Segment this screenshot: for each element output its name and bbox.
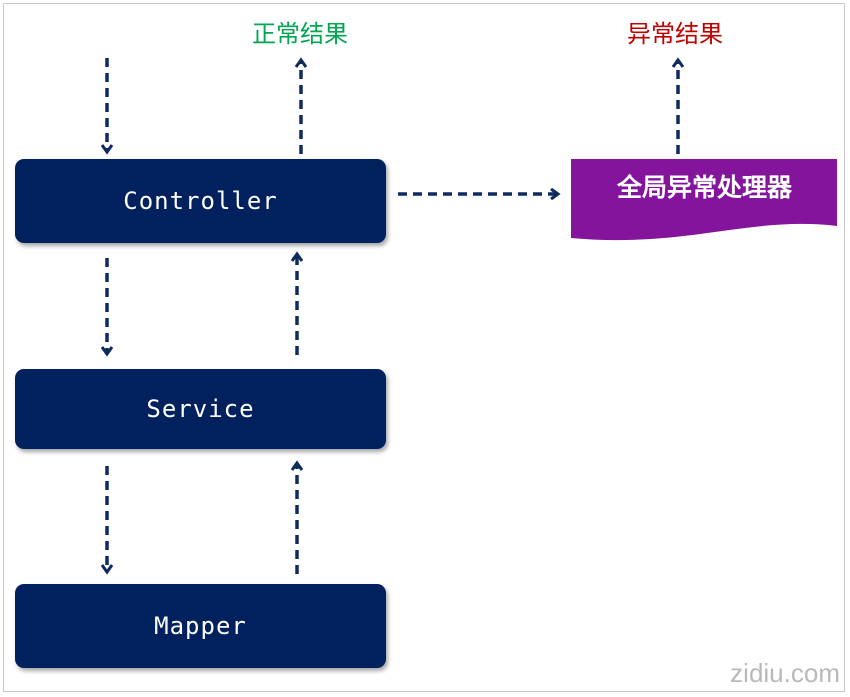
controller-label: Controller xyxy=(123,187,278,215)
diagram-frame xyxy=(3,3,845,692)
watermark: zidiu.com xyxy=(730,658,840,688)
normal-result-label: 正常结果 xyxy=(252,20,348,48)
controller-box: Controller xyxy=(15,159,386,243)
global-handler-label: 全局异常处理器 xyxy=(616,173,792,202)
service-label: Service xyxy=(146,395,255,423)
global-handler-shape xyxy=(571,159,837,241)
error-result-label: 异常结果 xyxy=(627,20,723,48)
service-box: Service xyxy=(15,369,386,449)
mapper-label: Mapper xyxy=(154,612,247,640)
mapper-box: Mapper xyxy=(15,584,386,668)
